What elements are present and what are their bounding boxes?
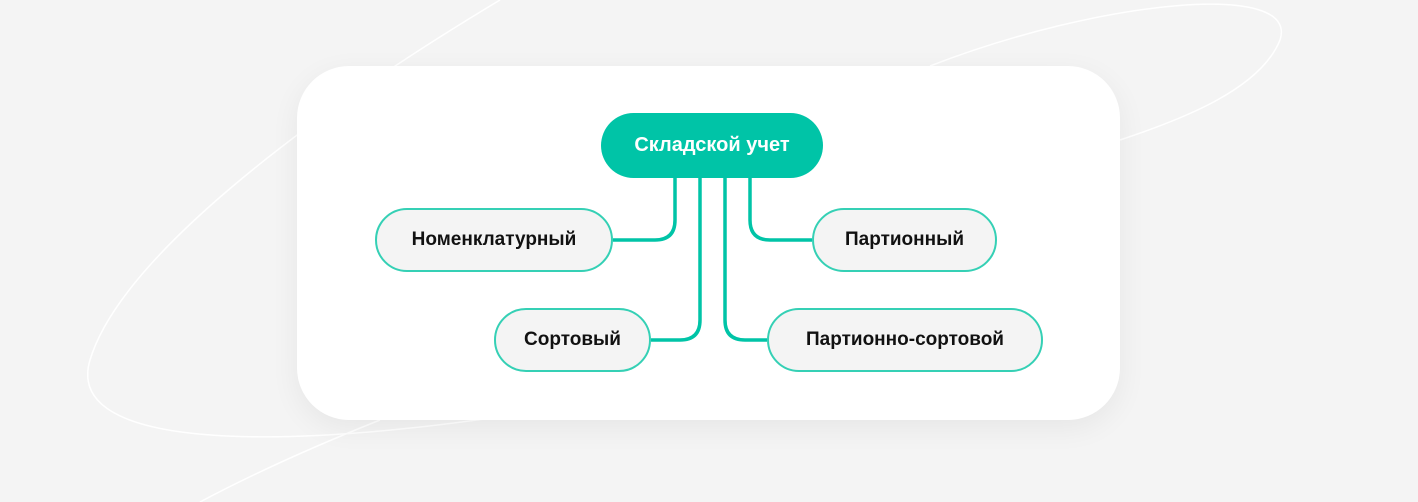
node-nomenclature: Номенклатурный [375,208,613,272]
node-batch-sort: Партионно-сортовой [767,308,1043,372]
connector-nomenclature [613,178,677,242]
node-batch: Партионный [812,208,997,272]
connector-sort [651,178,702,342]
node-sort: Сортовый [494,308,651,372]
root-node: Складской учет [601,113,823,178]
connector-batch [748,178,812,242]
connector-batch-sort [723,178,767,342]
